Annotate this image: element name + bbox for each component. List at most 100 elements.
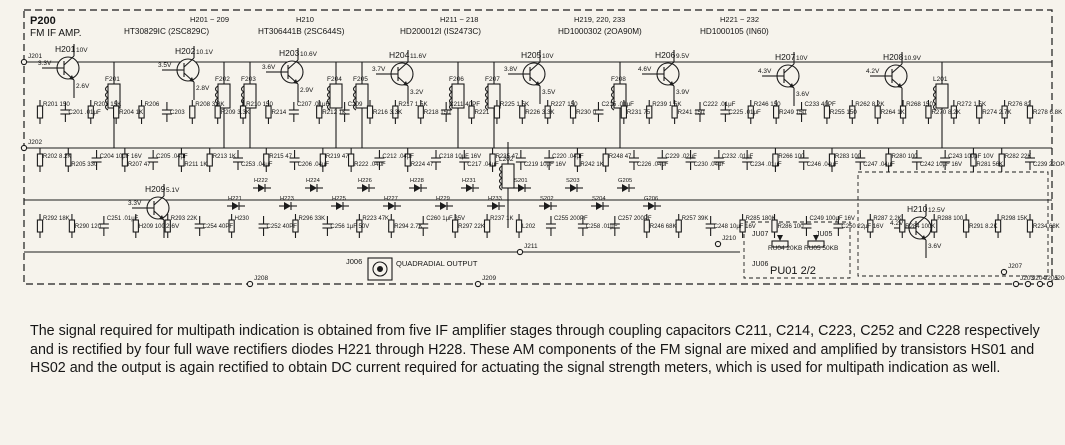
- part-label: R268 150: [906, 101, 933, 108]
- part-label: C203: [170, 109, 185, 116]
- resistor-r290: [68, 214, 76, 238]
- part-label: R281 56K: [976, 162, 1003, 168]
- diode-label: H227: [384, 196, 398, 202]
- part-label: C229 .02μF: [665, 154, 697, 160]
- resistor-l202: [515, 214, 523, 238]
- diode-g205: [617, 184, 635, 192]
- diode-h224: [305, 184, 323, 192]
- terminal-j208: [246, 280, 254, 288]
- diode-label: H228: [410, 178, 424, 184]
- h210-section-outline: [857, 171, 1049, 277]
- capacitor-c226: [629, 150, 639, 170]
- terminal-label: J201: [28, 53, 42, 60]
- diode-label: H226: [358, 178, 372, 184]
- terminal-j203: [1012, 280, 1020, 288]
- resistor-r255: [823, 100, 831, 124]
- coil-l201: [932, 83, 949, 111]
- terminal-j206: [1046, 280, 1054, 288]
- diode-label: H221: [228, 196, 242, 202]
- resistor-r293: [164, 214, 171, 238]
- coil-label: F204: [327, 76, 342, 83]
- terminal-label: J204: [1032, 275, 1046, 282]
- collector-voltage: 12.5V: [928, 207, 946, 214]
- base-voltage: 4.2V: [866, 68, 880, 75]
- part-label: R225 1.5K: [500, 101, 530, 108]
- transistor-id: H208: [883, 52, 904, 62]
- terminal-label: J211: [524, 243, 538, 250]
- part-label: R221: [475, 109, 490, 116]
- capacitor-c222: [695, 102, 705, 122]
- part-label: R218 150: [424, 109, 451, 116]
- resistor-r282: [998, 148, 1005, 172]
- capacitor-c252: [258, 216, 269, 236]
- part-label: C243 100μF 10V: [948, 154, 994, 160]
- capacitor-c243: [940, 150, 951, 170]
- emitter-voltage: 3.2V: [410, 89, 424, 96]
- part-label: C254 40PF: [203, 224, 234, 230]
- part-label: C226 .04μF: [637, 162, 669, 168]
- part-label: C234 .01μF: [750, 162, 782, 168]
- resistor-r234: [1026, 214, 1034, 238]
- diode-h228: [409, 184, 427, 192]
- diode-s202: [539, 202, 557, 210]
- potentiometer-1: [771, 235, 789, 248]
- part-label: C252 40PF: [267, 224, 298, 230]
- diode-h231: [461, 184, 479, 192]
- capacitor-c255: [545, 216, 556, 236]
- diode-s201: [513, 184, 531, 192]
- part-label: C219 10μF 16V: [524, 162, 566, 168]
- coil-f204: [326, 83, 343, 111]
- part-label: R215 47: [269, 154, 292, 160]
- part-label: R234 68K: [1033, 224, 1060, 230]
- base-voltage: 3.6V: [262, 64, 276, 71]
- capacitor-c203: [161, 102, 172, 122]
- transistor-id: H205: [521, 50, 542, 60]
- sub-pot-2: RU05 50KB: [804, 245, 838, 252]
- collector-voltage: 10.1V: [196, 49, 214, 56]
- resistor-r224: [404, 148, 411, 172]
- coil-f205: [352, 83, 369, 111]
- base-voltage: 4.6V: [638, 66, 652, 73]
- diode-label: H222: [254, 178, 268, 184]
- terminal-label: J209: [482, 275, 496, 282]
- resistor-r231: [620, 100, 627, 124]
- part-label: C248 10μF 16V: [714, 224, 756, 230]
- sub-pot-1: RU04 20KB: [768, 245, 802, 252]
- part-label: R208 3.3K: [195, 101, 225, 108]
- terminal-label: J202: [28, 139, 42, 146]
- resistor-r298: [994, 214, 1002, 238]
- resistor-r249: [773, 100, 780, 124]
- resistor-r203: [87, 100, 94, 124]
- resistor-r285: [739, 214, 746, 238]
- part-label: R283 100: [835, 154, 862, 160]
- resistor-r284: [899, 214, 906, 238]
- base-voltage: 4.3V: [758, 68, 772, 75]
- capacitor-c246: [798, 150, 809, 170]
- resistor-r230: [569, 100, 577, 124]
- resistor-r219: [319, 148, 327, 172]
- diode-label: H233: [488, 196, 502, 202]
- terminal-j201: [20, 58, 28, 66]
- part-label: R272 1.5K: [957, 101, 987, 108]
- resistor-h209: [132, 214, 139, 238]
- emitter-voltage: 2.6V: [76, 83, 90, 90]
- stage-range-2: H210: [296, 15, 314, 24]
- part-label: R276 82: [1008, 101, 1032, 108]
- resistor-r202: [36, 148, 44, 172]
- resistor-r217: [392, 100, 399, 124]
- resistor-r266: [772, 148, 779, 172]
- collector-voltage: 10.6V: [300, 51, 318, 58]
- resistor-r242: [574, 148, 581, 172]
- resistor-r213: [206, 148, 213, 172]
- resistor-r218: [417, 100, 424, 124]
- transistor-id: H202: [175, 46, 196, 56]
- part-label: R297 22K: [458, 224, 485, 230]
- part-label: R241 150: [678, 109, 705, 116]
- terminal-label: J203: [1020, 275, 1034, 282]
- stage-range-5: H221 ~ 232: [720, 15, 759, 24]
- capacitor-c234: [742, 150, 753, 170]
- part-label: C232 .01μF: [722, 154, 754, 160]
- part-label: R288 100: [937, 216, 964, 222]
- part-label: R230 0: [576, 109, 597, 116]
- resistor-r283: [828, 148, 836, 172]
